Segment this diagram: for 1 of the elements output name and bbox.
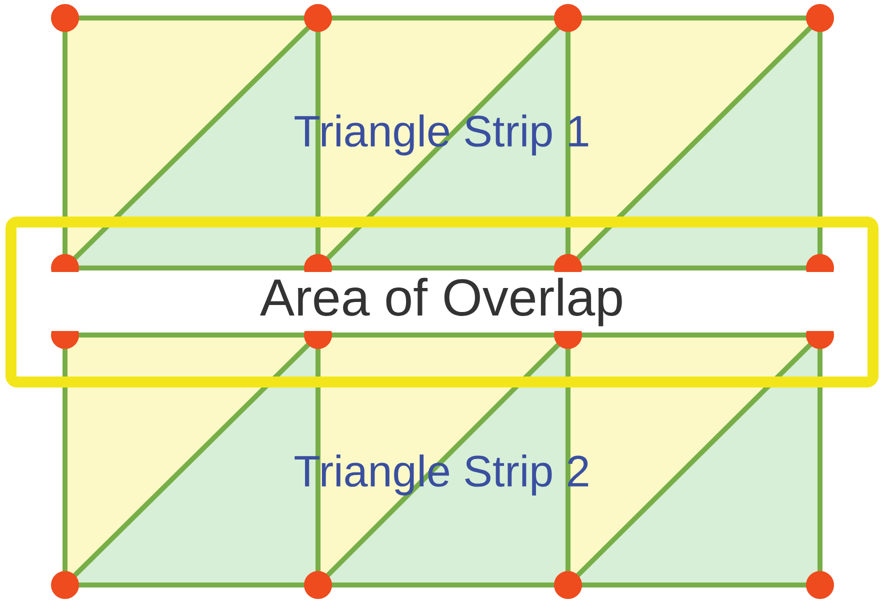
overlap-frame: Area of Overlap [6, 216, 878, 388]
